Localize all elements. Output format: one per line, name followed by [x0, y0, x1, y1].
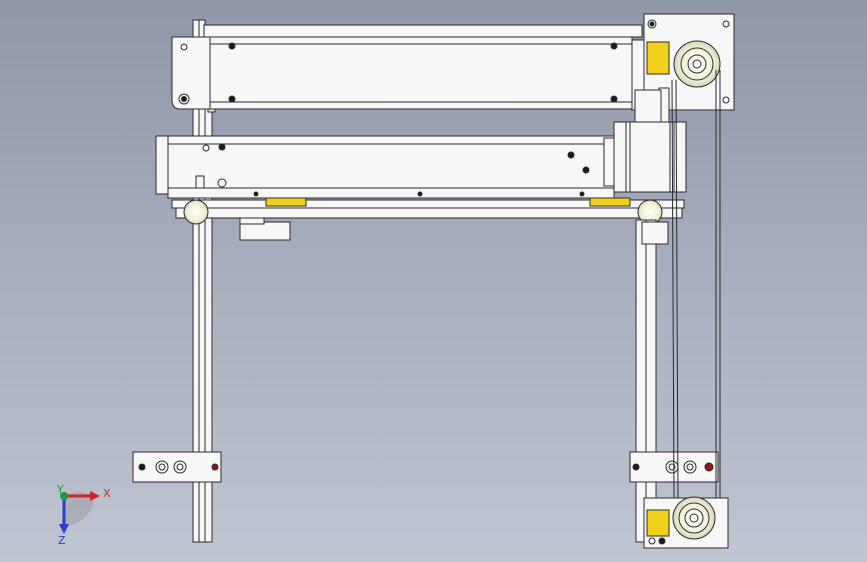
coordinate-triad-icon: X Y Z: [56, 483, 111, 547]
bottom-belt-pulley: [672, 496, 716, 540]
top-guide-beam: [171, 24, 645, 111]
cad-model[interactable]: [132, 13, 735, 549]
triad-z-label: Z: [58, 534, 66, 547]
moving-carriage: [155, 135, 615, 241]
servo-motor: [603, 89, 687, 193]
triad-y-label: Y: [56, 483, 64, 496]
horizontal-belt-track: [171, 197, 685, 225]
top-belt-pulley: [673, 40, 721, 88]
triad-x-label: X: [103, 487, 111, 500]
timing-belt: [671, 70, 721, 499]
